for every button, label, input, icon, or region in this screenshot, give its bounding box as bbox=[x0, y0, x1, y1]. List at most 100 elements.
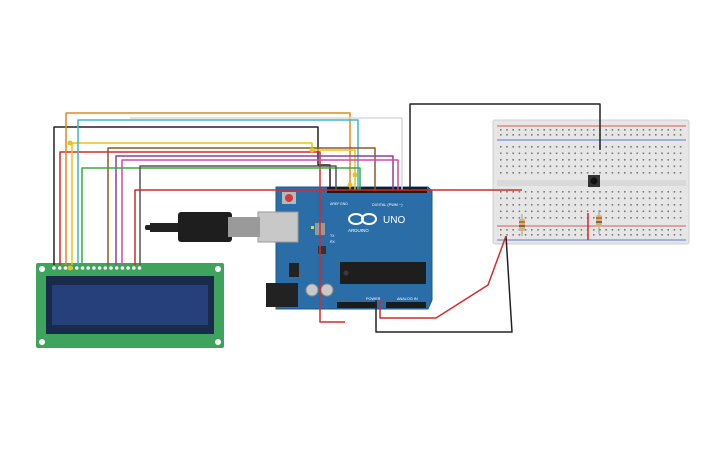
wire-orange[interactable] bbox=[65, 112, 351, 265]
breadboard-hole[interactable] bbox=[524, 197, 527, 200]
breadboard-hole[interactable] bbox=[555, 172, 558, 174]
breadboard-hole[interactable] bbox=[549, 229, 552, 231]
breadboard-hole[interactable] bbox=[630, 129, 632, 131]
breadboard-hole[interactable] bbox=[580, 204, 583, 206]
breadboard-hole[interactable] bbox=[593, 204, 595, 206]
wires[interactable] bbox=[53, 103, 601, 333]
breadboard-hole[interactable] bbox=[506, 134, 508, 136]
breadboard-hole[interactable] bbox=[518, 217, 521, 219]
breadboard-hole[interactable] bbox=[543, 197, 545, 200]
breadboard-hole[interactable] bbox=[642, 234, 645, 236]
lcd-pin[interactable] bbox=[103, 266, 108, 270]
breadboard-hole[interactable] bbox=[537, 197, 539, 200]
breadboard-hole[interactable] bbox=[624, 210, 626, 213]
breadboard-hole[interactable] bbox=[586, 197, 589, 200]
breadboard-hole[interactable] bbox=[568, 210, 570, 213]
breadboard-hole[interactable] bbox=[667, 210, 669, 213]
breadboard-hole[interactable] bbox=[655, 210, 657, 213]
breadboard-hole[interactable] bbox=[500, 229, 502, 231]
breadboard-hole[interactable] bbox=[568, 191, 570, 193]
breadboard-hole[interactable] bbox=[512, 217, 514, 219]
breadboard-hole[interactable] bbox=[524, 210, 527, 213]
breadboard-hole[interactable] bbox=[611, 165, 614, 168]
breadboard-hole[interactable] bbox=[661, 229, 663, 231]
breadboard-hole[interactable] bbox=[599, 159, 601, 161]
breadboard-hole[interactable] bbox=[574, 172, 576, 174]
breadboard-hole[interactable] bbox=[655, 217, 657, 219]
breadboard-hole[interactable] bbox=[555, 191, 558, 193]
breadboard-hole[interactable] bbox=[512, 197, 514, 200]
breadboard-hole[interactable] bbox=[531, 229, 533, 231]
breadboard-hole[interactable] bbox=[661, 191, 663, 193]
breadboard-hole[interactable] bbox=[562, 134, 564, 136]
breadboard-hole[interactable] bbox=[624, 152, 626, 155]
breadboard-hole[interactable] bbox=[580, 165, 583, 168]
breadboard-hole[interactable] bbox=[648, 234, 651, 236]
breadboard-hole[interactable] bbox=[537, 204, 539, 206]
breadboard-hole[interactable] bbox=[518, 129, 521, 131]
breadboard-hole[interactable] bbox=[518, 210, 521, 213]
breadboard-hole[interactable] bbox=[624, 146, 626, 148]
breadboard-hole[interactable] bbox=[611, 210, 614, 213]
breadboard-hole[interactable] bbox=[667, 217, 669, 219]
breadboard-hole[interactable] bbox=[611, 229, 614, 231]
breadboard-hole[interactable] bbox=[636, 172, 638, 174]
breadboard-hole[interactable] bbox=[673, 159, 676, 161]
breadboard-hole[interactable] bbox=[648, 172, 651, 174]
breadboard-hole[interactable] bbox=[562, 191, 564, 193]
breadboard-hole[interactable] bbox=[524, 146, 527, 148]
breadboard-hole[interactable] bbox=[500, 204, 502, 206]
breadboard-hole[interactable] bbox=[586, 165, 589, 168]
breadboard-hole[interactable] bbox=[543, 159, 545, 161]
breadboard-hole[interactable] bbox=[679, 234, 682, 236]
wire-cyan[interactable] bbox=[77, 119, 359, 265]
breadboard-hole[interactable] bbox=[549, 204, 552, 206]
breadboard-hole[interactable] bbox=[599, 234, 601, 236]
lcd-pin[interactable] bbox=[57, 266, 62, 270]
breadboard-hole[interactable] bbox=[531, 197, 533, 200]
breadboard-hole[interactable] bbox=[506, 197, 508, 200]
breadboard-hole[interactable] bbox=[605, 159, 607, 161]
breadboard-hole[interactable] bbox=[574, 152, 576, 155]
breadboard-hole[interactable] bbox=[518, 191, 521, 193]
wire-black-button[interactable] bbox=[409, 103, 601, 190]
breadboard-hole[interactable] bbox=[605, 146, 607, 148]
breadboard-hole[interactable] bbox=[673, 152, 676, 155]
breadboard-hole[interactable] bbox=[661, 152, 663, 155]
breadboard-hole[interactable] bbox=[518, 152, 521, 155]
breadboard-hole[interactable] bbox=[500, 134, 502, 136]
breadboard-hole[interactable] bbox=[531, 129, 533, 131]
breadboard-hole[interactable] bbox=[524, 229, 527, 231]
breadboard-hole[interactable] bbox=[642, 204, 645, 206]
breadboard-hole[interactable] bbox=[679, 165, 682, 168]
breadboard-hole[interactable] bbox=[543, 234, 545, 236]
breadboard-hole[interactable] bbox=[642, 229, 645, 231]
breadboard-hole[interactable] bbox=[611, 191, 614, 193]
breadboard-hole[interactable] bbox=[549, 165, 552, 168]
breadboard-hole[interactable] bbox=[531, 234, 533, 236]
breadboard-hole[interactable] bbox=[624, 165, 626, 168]
breadboard-hole[interactable] bbox=[568, 129, 570, 131]
breadboard-hole[interactable] bbox=[617, 217, 620, 219]
breadboard-hole[interactable] bbox=[574, 159, 576, 161]
breadboard-hole[interactable] bbox=[537, 191, 539, 193]
breadboard-hole[interactable] bbox=[667, 165, 669, 168]
breadboard-hole[interactable] bbox=[661, 234, 663, 236]
breadboard-hole[interactable] bbox=[617, 165, 620, 168]
wire-brown[interactable] bbox=[107, 147, 376, 265]
breadboard-hole[interactable] bbox=[642, 152, 645, 155]
breadboard-hole[interactable] bbox=[673, 234, 676, 236]
breadboard-hole[interactable] bbox=[648, 159, 651, 161]
breadboard-hole[interactable] bbox=[661, 172, 663, 174]
arduino-uno-board[interactable]: UNO ARDUINO DIGITAL (PWM ~) POWER ANALOG… bbox=[257, 186, 433, 310]
wire-purple[interactable] bbox=[115, 155, 394, 265]
breadboard-hole[interactable] bbox=[667, 129, 669, 131]
breadboard-hole[interactable] bbox=[667, 172, 669, 174]
breadboard-hole[interactable] bbox=[543, 146, 545, 148]
breadboard-hole[interactable] bbox=[655, 234, 657, 236]
breadboard-hole[interactable] bbox=[562, 217, 564, 219]
breadboard-hole[interactable] bbox=[574, 134, 576, 136]
breadboard-hole[interactable] bbox=[624, 134, 626, 136]
breadboard-hole[interactable] bbox=[531, 191, 533, 193]
breadboard-hole[interactable] bbox=[500, 234, 502, 236]
